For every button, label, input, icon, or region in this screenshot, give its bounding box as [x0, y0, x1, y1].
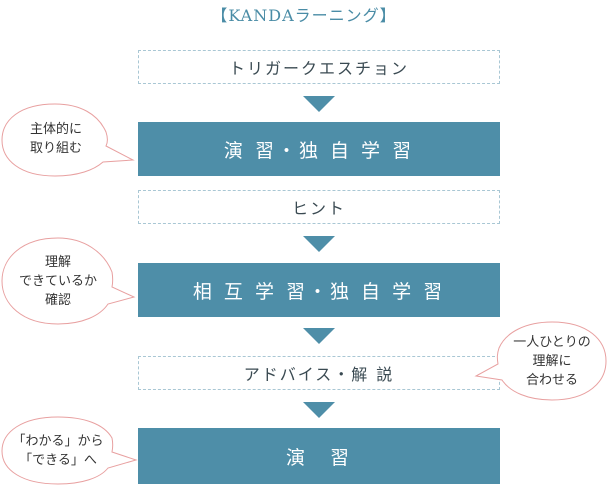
bubble-1-line-1: 主体的に	[29, 122, 82, 137]
step-trigger-question: トリガークエスチョン	[138, 50, 500, 84]
step-practice: 演 習	[138, 428, 500, 484]
bubble-3-line-3: 合わせる	[525, 373, 578, 388]
bubble-4-text: 「わかる」から 「できる」へ	[2, 432, 114, 470]
step-hint: ヒント	[138, 190, 500, 224]
step-mutual-self-study: 相 互 学 習・独 自 学 習	[138, 263, 500, 317]
speech-bubble-2	[1, 237, 136, 325]
speech-bubble-3	[474, 321, 607, 401]
arrow-down-4	[303, 402, 335, 418]
bubble-1-text: 主体的に 取り組む	[2, 120, 110, 158]
arrow-down-2	[303, 236, 335, 252]
bubble-4-line-1: 「わかる」から	[12, 434, 104, 449]
bubble-3-line-1: 一人ひとりの	[513, 335, 591, 350]
speech-bubble-4	[1, 416, 138, 485]
bubble-2-line-2: できているか	[18, 274, 97, 289]
bubble-2-line-3: 確認	[44, 293, 71, 308]
bubble-2-text: 理解 できているか 確認	[2, 253, 114, 310]
arrow-down-1	[303, 96, 335, 112]
speech-bubble-1	[1, 103, 135, 177]
bubble-3-text: 一人ひとりの 理解に 合わせる	[496, 333, 608, 390]
step-practice-self-study: 演 習・独 自 学 習	[138, 122, 500, 176]
bubble-3-line-2: 理解に	[532, 354, 572, 369]
bubble-2-line-1: 理解	[44, 255, 71, 270]
diagram-title: 【KANDAラーニング】	[211, 6, 397, 25]
bubble-4-line-2: 「できる」へ	[19, 453, 97, 468]
arrow-down-3	[303, 328, 335, 344]
bubble-1-line-2: 取り組む	[29, 141, 82, 156]
step-advice-explanation: アドバイス・解 説	[138, 356, 500, 390]
